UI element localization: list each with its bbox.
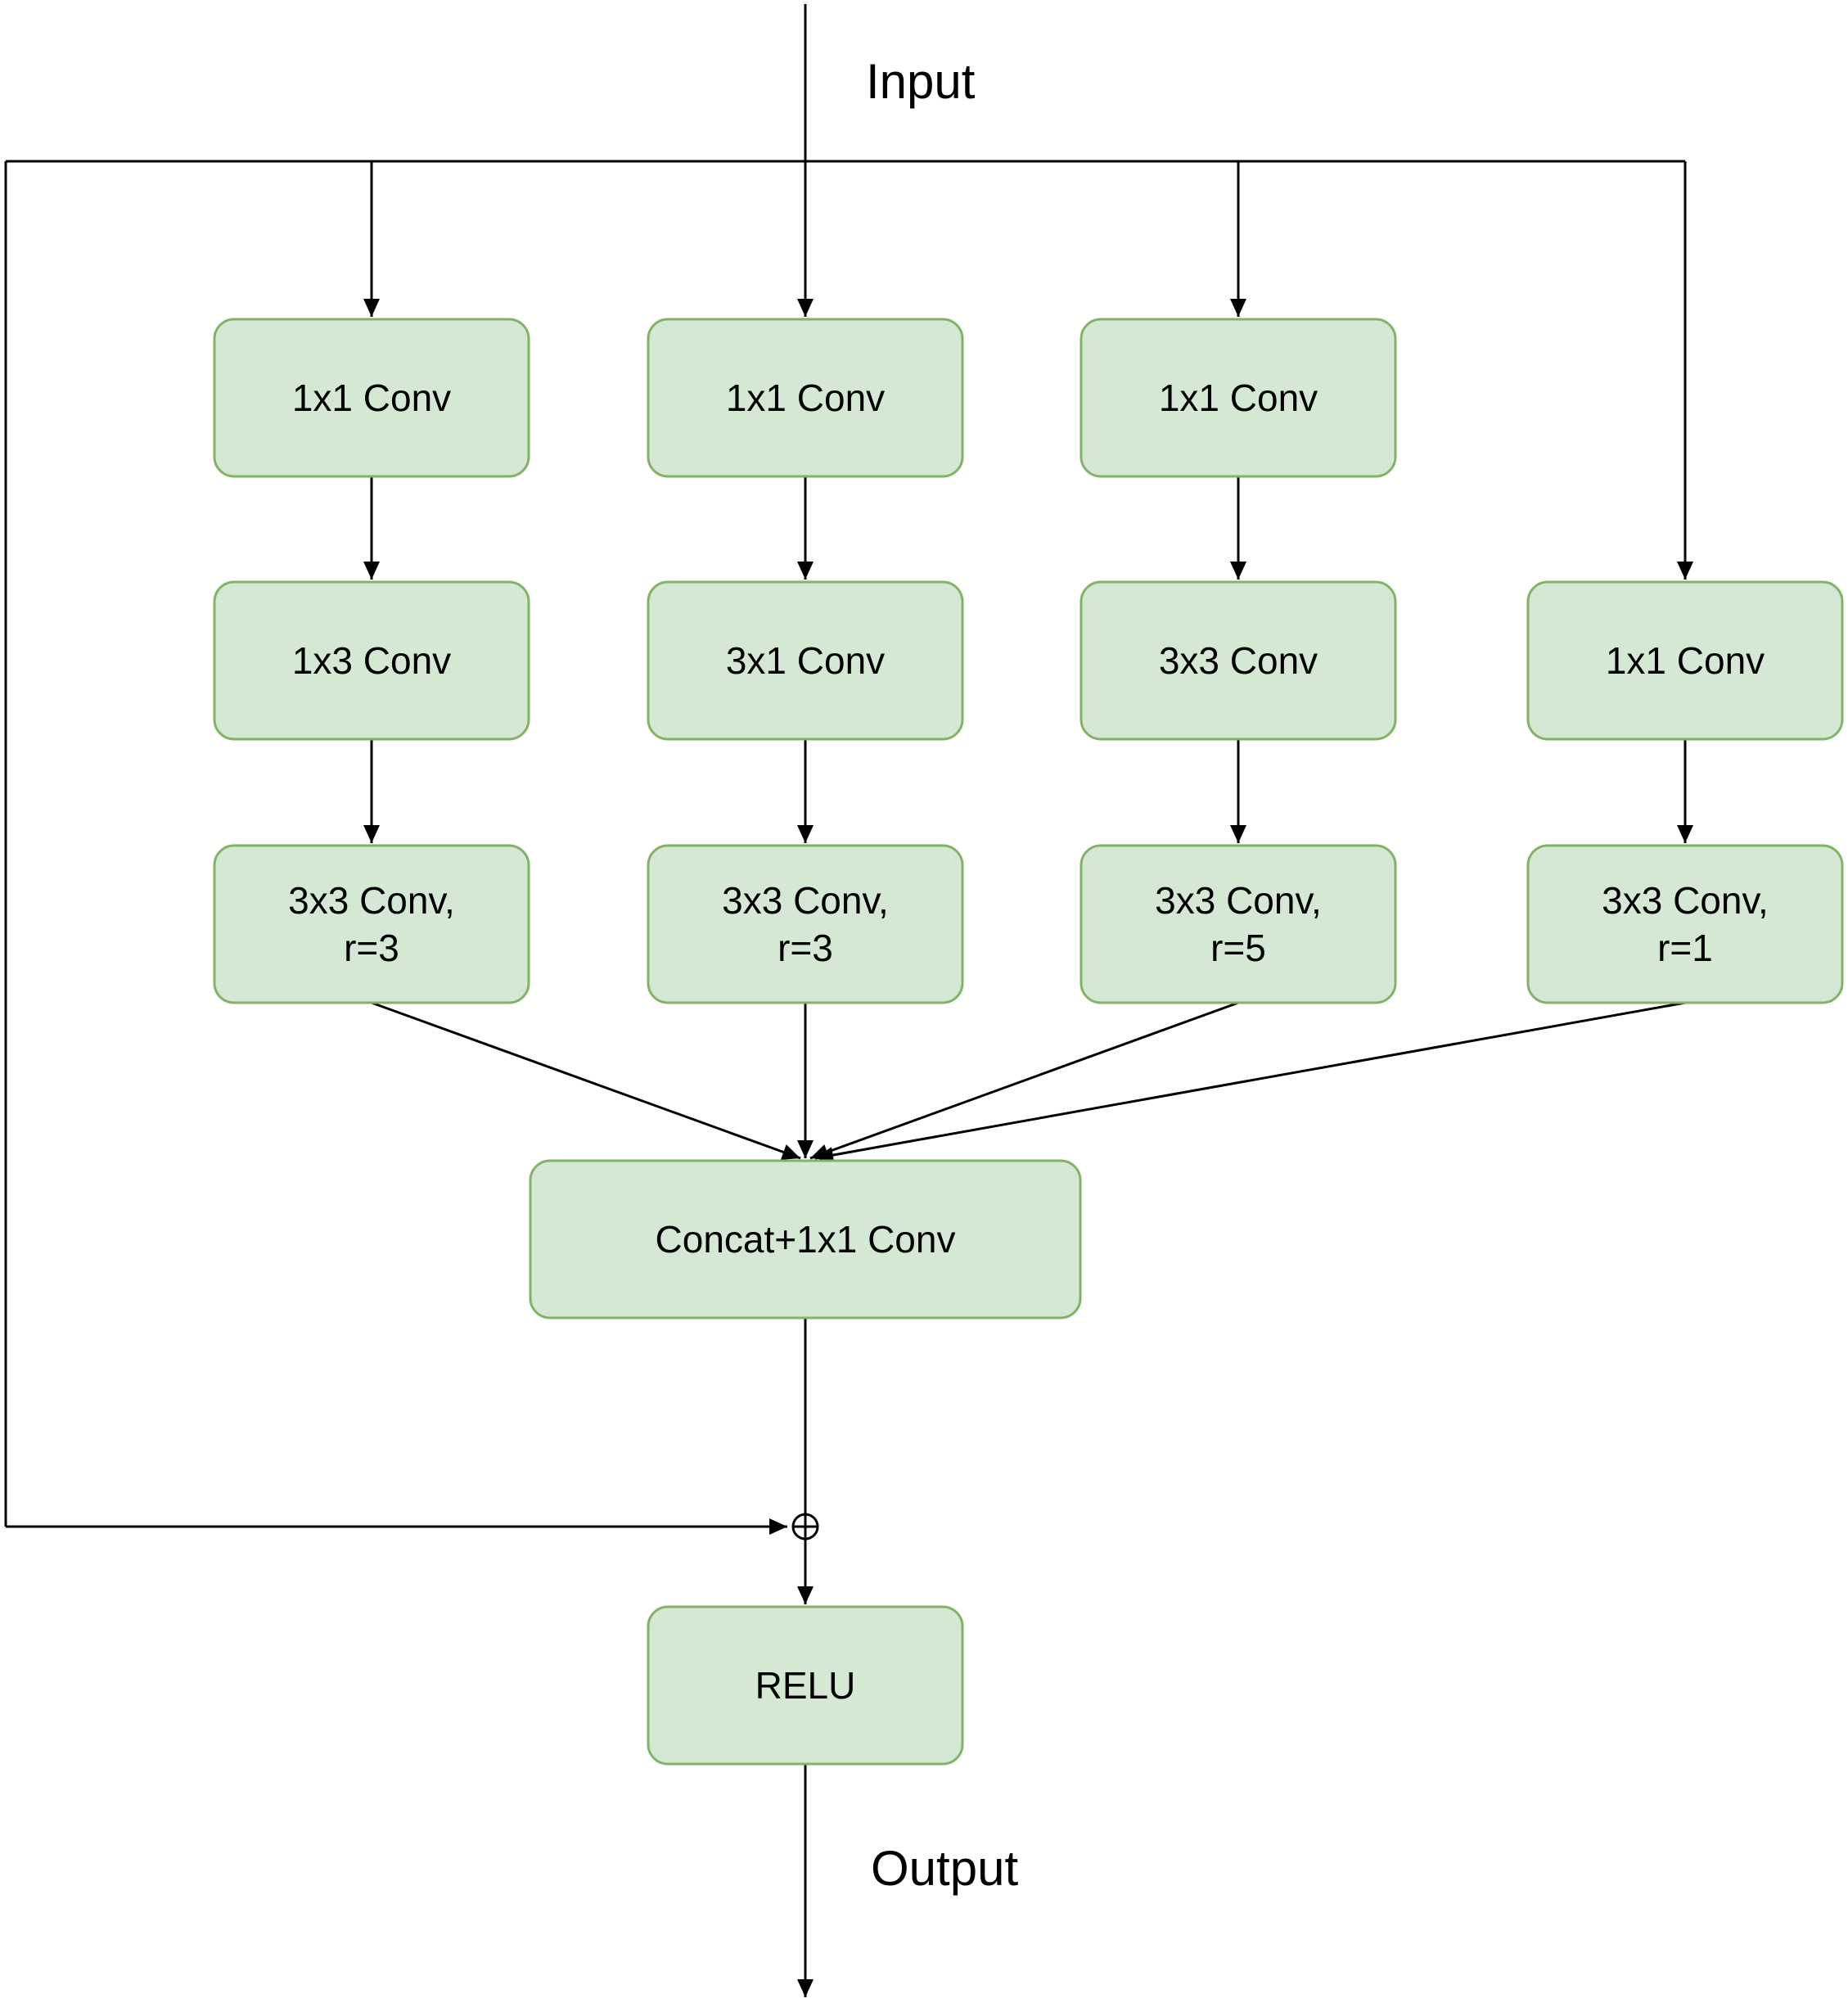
node-label: RELU	[755, 1664, 856, 1707]
node-b3-conv3: 3x3 Conv, r=5	[1080, 844, 1397, 1004]
node-label: 1x1 Conv	[1606, 639, 1765, 682]
node-label: 3x3 Conv	[1159, 639, 1318, 682]
node-b4-conv1: 1x1 Conv	[1526, 580, 1844, 741]
b3-to-concat-arrow	[809, 1001, 1239, 1160]
b4-to-concat-arrow	[814, 1001, 1686, 1160]
node-label: 3x1 Conv	[726, 639, 885, 682]
b3-arrow-2-head	[1230, 825, 1246, 843]
b1-arrow-2-head	[363, 825, 380, 843]
circled-plus-icon	[791, 1513, 819, 1541]
node-b1-conv3: 3x3 Conv, r=3	[213, 844, 530, 1004]
node-label: 3x3 Conv,	[288, 879, 455, 922]
b1-to-concat-arrow-head	[780, 1144, 800, 1160]
node-label: 1x3 Conv	[292, 639, 451, 682]
skip-to-sum-arrow-head	[769, 1518, 787, 1535]
node-b3-conv2: 3x3 Conv	[1080, 580, 1397, 741]
node-concat: Concat+1x1 Conv	[529, 1159, 1082, 1320]
node-label: r=1	[1657, 927, 1713, 969]
node-b4-conv2: 3x3 Conv, r=1	[1526, 844, 1844, 1004]
sum-to-relu-arrow-head	[797, 1586, 814, 1604]
bus-to-b1-arrow-head	[363, 299, 380, 317]
node-b1-conv1: 1x1 Conv	[213, 318, 530, 478]
node-b2-conv1: 1x1 Conv	[647, 318, 964, 478]
node-label: r=5	[1210, 927, 1266, 969]
b2-arrow-1-head	[797, 562, 814, 580]
node-label: 3x3 Conv,	[1155, 879, 1322, 922]
b1-arrow-1-head	[363, 562, 380, 580]
node-label: 3x3 Conv,	[1602, 879, 1769, 922]
node-label: Concat+1x1 Conv	[656, 1218, 956, 1261]
node-b2-conv3: 3x3 Conv, r=3	[647, 844, 964, 1004]
node-label: r=3	[778, 927, 833, 969]
node-relu: RELU	[647, 1605, 964, 1766]
bus-to-b2-arrow-head	[797, 299, 814, 317]
node-b1-conv2: 1x3 Conv	[213, 580, 530, 741]
node-label: 3x3 Conv,	[722, 879, 889, 922]
node-label: r=3	[344, 927, 399, 969]
b1-to-concat-arrow	[371, 1001, 801, 1160]
node-label: 1x1 Conv	[1159, 377, 1318, 419]
bus-to-b3-arrow-head	[1230, 299, 1246, 317]
node-label: 1x1 Conv	[292, 377, 451, 419]
input-label: Input	[866, 54, 976, 109]
node-label: 1x1 Conv	[726, 377, 885, 419]
b2-arrow-2-head	[797, 825, 814, 843]
output-label: Output	[871, 1841, 1018, 1896]
node-b2-conv2: 3x1 Conv	[647, 580, 964, 741]
node-b3-conv1: 1x1 Conv	[1080, 318, 1397, 478]
edges	[4, 4, 1693, 1997]
b4-to-concat-arrow-head	[815, 1147, 835, 1163]
bus-to-b4-arrow-head	[1677, 562, 1693, 580]
b2-to-concat-arrow-head	[797, 1140, 814, 1158]
output-arrow-head	[797, 1979, 814, 1997]
b3-arrow-1-head	[1230, 562, 1246, 580]
b4-arrow-1-head	[1677, 825, 1693, 843]
